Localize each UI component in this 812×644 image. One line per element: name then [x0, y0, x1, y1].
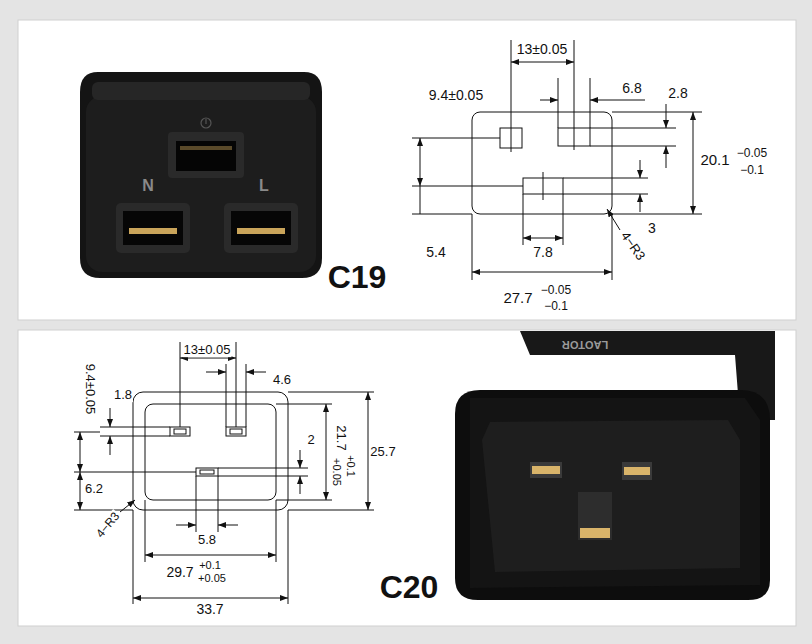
dimension-label: 4.6	[272, 373, 292, 387]
dimension-label: 4−R3	[93, 509, 123, 541]
dimension-label: 4−R3	[618, 228, 648, 263]
dimension-label: 21.7	[334, 424, 348, 451]
dimension-label: +0.05	[197, 573, 227, 585]
dimension-label: 27.7	[502, 290, 533, 306]
dimension-label: 6.8	[621, 81, 642, 96]
marking-text: L	[258, 178, 270, 195]
dimension-label: 3	[647, 221, 657, 236]
dimension-label: 5.4	[425, 245, 446, 260]
dimension-label: 20.1	[699, 152, 730, 168]
dimension-label: −0.05	[540, 284, 572, 297]
dimension-label: 2	[306, 433, 315, 447]
connector-name: C19	[327, 261, 388, 295]
dimension-label: 33.7	[195, 602, 224, 617]
dimension-label: 29.7	[165, 565, 194, 580]
dimension-label: 7.8	[532, 245, 553, 260]
dimension-label: 13±0.05	[516, 42, 569, 57]
dimension-label: +0.05	[330, 457, 342, 487]
dimension-label: +0.1	[198, 560, 222, 572]
c20-photo	[455, 331, 775, 600]
dimension-label: 9.4±0.05	[428, 88, 484, 103]
dimension-label: −0.1	[543, 300, 569, 313]
dimension-label: 6.2	[84, 482, 104, 496]
c20-dimension-drawing	[74, 342, 374, 604]
dimension-label: 2.8	[667, 86, 688, 101]
marking-text: N	[141, 178, 155, 195]
dimension-label: 13±0.05	[183, 343, 232, 357]
dimension-label: 5.8	[197, 533, 217, 547]
connector-name: C20	[379, 571, 440, 605]
dimension-label: 1.8	[113, 388, 133, 402]
dimension-label: 25.7	[369, 445, 396, 459]
marking-text: LAOTOR	[561, 338, 609, 350]
dimension-label: +0.1	[344, 454, 356, 478]
dimension-label: −0.05	[736, 147, 768, 160]
dimension-label: 9.4±0.05	[83, 363, 97, 416]
c19-dimension-drawing	[412, 40, 702, 280]
c19-photo	[80, 72, 322, 278]
dimension-label: −0.1	[739, 164, 765, 177]
